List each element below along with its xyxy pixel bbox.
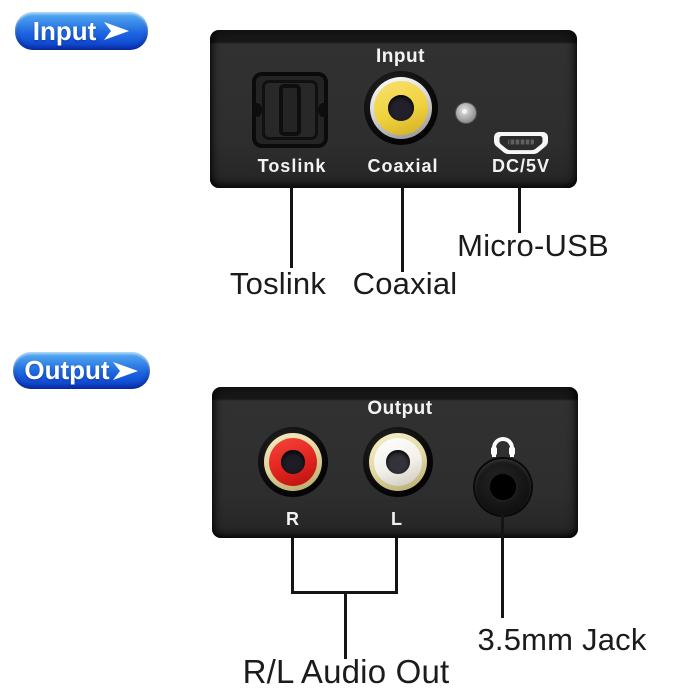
coaxial-port xyxy=(364,71,438,145)
toslink-callout-label: Toslink xyxy=(229,266,327,301)
right-arrow-icon xyxy=(111,361,139,381)
rl-stem-line xyxy=(344,591,347,659)
input-badge: Input xyxy=(15,12,148,50)
micro-usb-port xyxy=(492,131,550,162)
toslink-port-label: Toslink xyxy=(257,156,327,176)
toslink-slot xyxy=(279,84,301,136)
coaxial-hole xyxy=(388,95,414,121)
headphone-icon xyxy=(490,437,516,457)
rca-right-hole xyxy=(281,450,305,474)
coaxial-callout-line xyxy=(401,186,404,272)
rca-left-label: L xyxy=(391,509,403,529)
toslink-latch-left xyxy=(252,103,262,117)
jack-35mm-hole xyxy=(490,474,516,500)
rca-left-port xyxy=(363,427,433,497)
input-device-panel: Input Toslink Coaxial xyxy=(210,30,577,188)
output-badge: Output xyxy=(13,352,150,389)
rca-right-label: R xyxy=(286,509,300,529)
jack-callout-label: 3.5mm Jack xyxy=(477,622,647,657)
right-arrow-icon xyxy=(102,21,130,41)
toslink-port xyxy=(252,72,328,148)
toslink-callout-line xyxy=(290,186,293,268)
coaxial-callout-label: Coaxial xyxy=(352,266,458,301)
micro-usb-callout-label: Micro-USB xyxy=(457,228,609,263)
micro-usb-callout-line xyxy=(518,186,521,233)
power-port-label: DC/5V xyxy=(491,156,551,176)
coaxial-port-label: Coaxial xyxy=(367,156,439,176)
output-device-panel: Output R L xyxy=(212,387,578,538)
toslink-latch-right xyxy=(318,103,328,117)
rl-audio-out-callout-label: R/L Audio Out xyxy=(242,653,450,690)
output-badge-label: Output xyxy=(24,355,110,385)
rca-right-port xyxy=(258,427,328,497)
rca-left-callout-line xyxy=(395,538,398,594)
input-badge-label: Input xyxy=(32,15,97,46)
output-panel-title: Output xyxy=(367,398,433,419)
led-indicator-icon xyxy=(456,103,476,123)
rca-right-callout-line xyxy=(291,538,294,594)
jack-callout-line xyxy=(501,514,504,618)
jack-35mm-port xyxy=(475,459,531,515)
input-panel-title: Input xyxy=(376,46,425,67)
rca-left-hole xyxy=(386,450,410,474)
